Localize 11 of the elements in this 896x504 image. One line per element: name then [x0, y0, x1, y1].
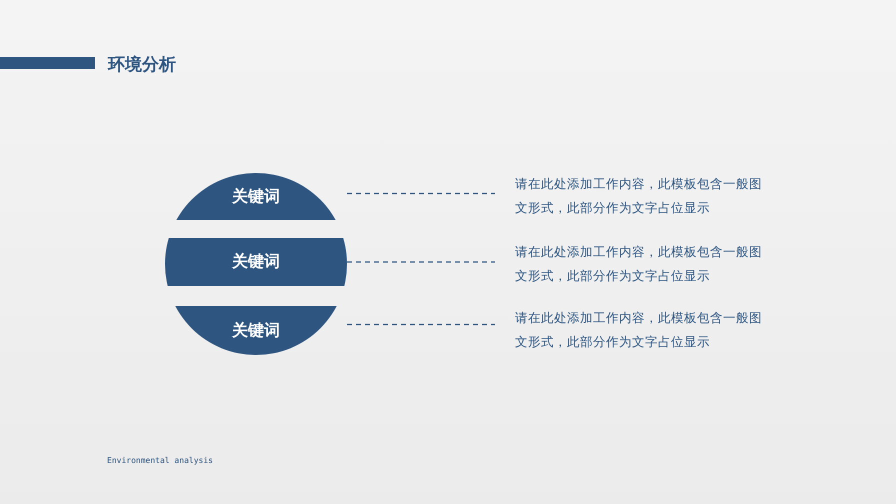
description-text: 请在此处添加工作内容，此模板包含一般图文形式，此部分作为文字占位显示	[515, 243, 763, 285]
keyword-label: 关键词	[230, 186, 281, 207]
dashed-connector	[347, 261, 495, 263]
description-text: 请在此处添加工作内容，此模板包含一般图文形式，此部分作为文字占位显示	[515, 309, 763, 351]
footer-text: Environmental analysis	[107, 456, 213, 465]
dashed-connector	[347, 324, 495, 326]
slide-title: 环境分析	[108, 54, 176, 76]
dashed-connector	[347, 192, 495, 194]
keyword-label: 关键词	[230, 252, 281, 272]
description-text: 请在此处添加工作内容，此模板包含一般图文形式，此部分作为文字占位显示	[515, 175, 763, 217]
keyword-label: 关键词	[230, 320, 281, 341]
